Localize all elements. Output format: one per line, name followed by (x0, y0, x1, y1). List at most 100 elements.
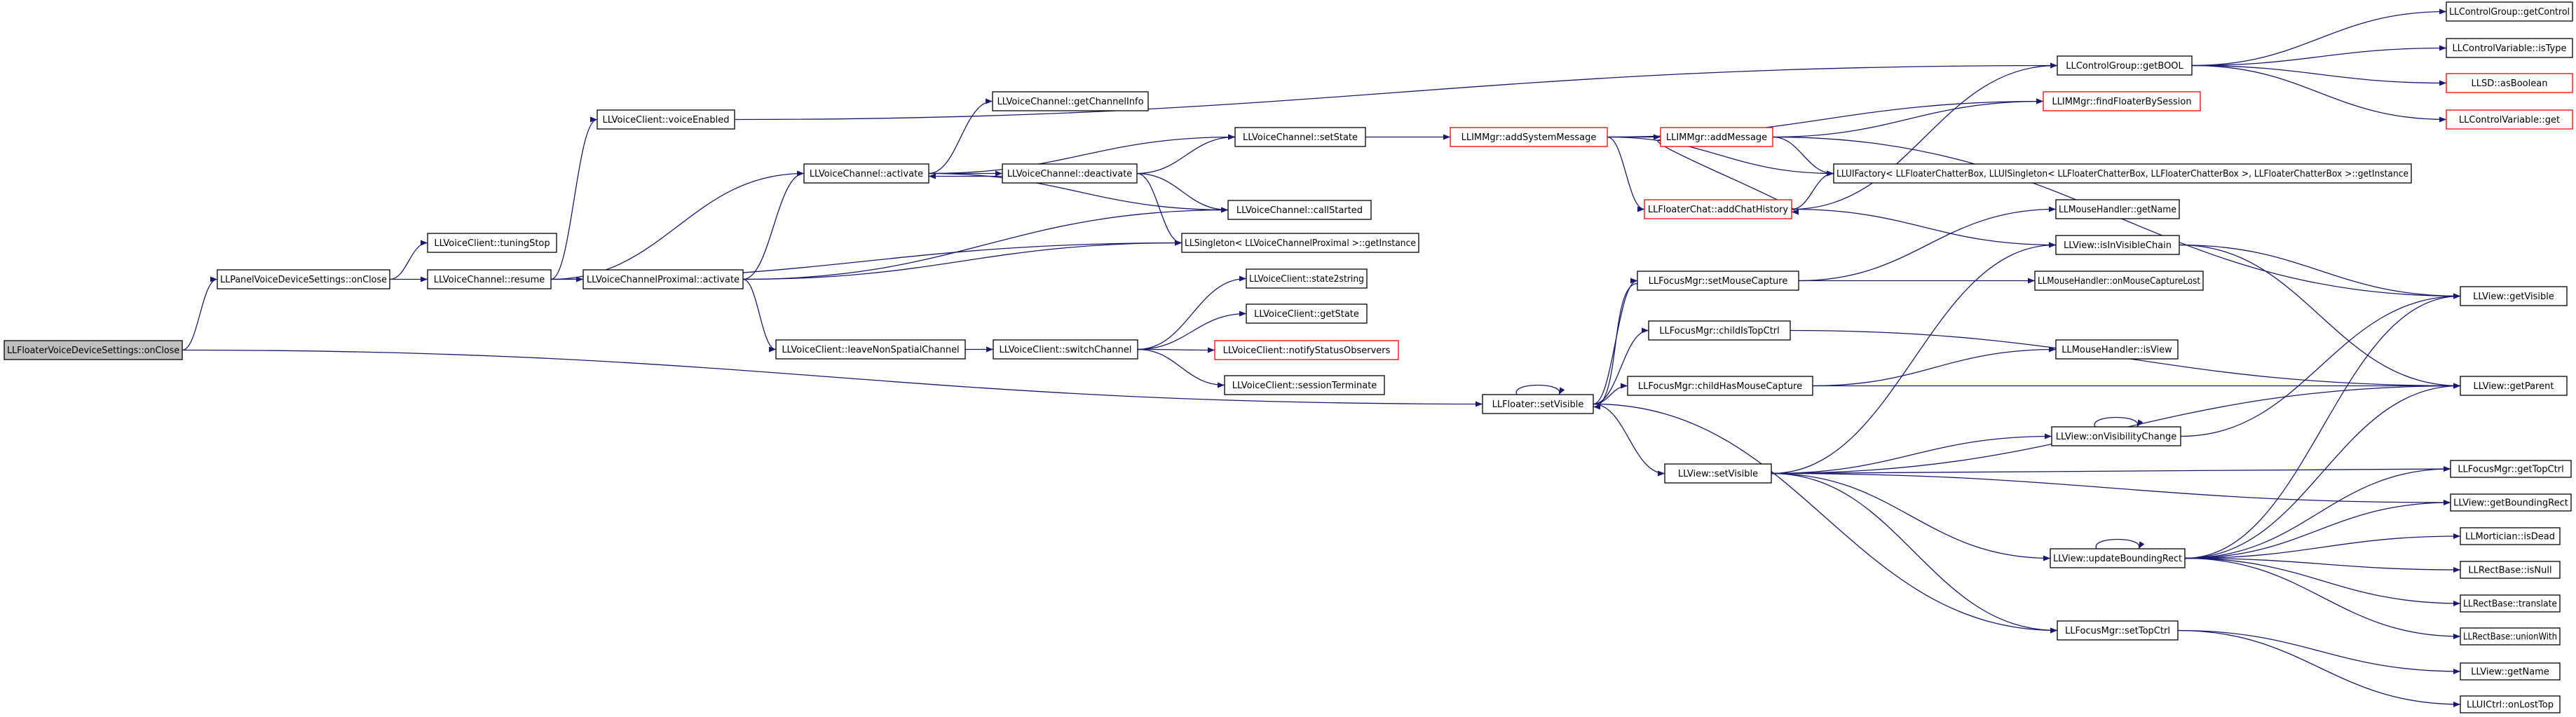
node-box (2460, 695, 2561, 713)
node-n41[interactable]: LLView::getParent (2460, 376, 2568, 396)
node-label: LLSD::asBoolean (2472, 78, 2548, 89)
node-label: LLVoiceChannelProximal::activate (587, 275, 740, 285)
node-n32[interactable]: LLView::setVisible (1664, 463, 1772, 484)
node-label: LLUIFactory< LLFloaterChatterBox, LLUISi… (1836, 169, 2408, 179)
node-n12[interactable]: LLVoiceClient::leaveNonSpatialChannel (775, 339, 966, 360)
node-n49[interactable]: LLUICtrl::onLostTop (2460, 695, 2561, 713)
node-n14[interactable]: LLVoiceClient::state2string (1246, 268, 1368, 289)
node-n19[interactable]: LLIMMgr::addMessage (1660, 127, 1773, 147)
node-label: LLIMMgr::addSystemMessage (1461, 132, 1597, 143)
node-n33[interactable]: LLMouseHandler::getName (2055, 199, 2180, 219)
node-n16[interactable]: LLVoiceClient::notifyStatusObservers (1214, 340, 1399, 360)
node-n38[interactable]: LLView::updateBoundingRect (2050, 548, 2186, 568)
edge-n20-n23 (1791, 62, 2058, 210)
node-label: LLFocusMgr::childIsTopCtrl (1659, 326, 1780, 336)
node-n11[interactable]: LLSingleton< LLVoiceChannelProximal >::g… (1181, 233, 1419, 253)
node-n1[interactable]: LLPanelVoiceDeviceSettings::onClose (217, 269, 390, 289)
node-n3[interactable]: LLVoiceChannel::resume (427, 269, 552, 289)
node-n39[interactable]: LLFocusMgr::setTopCtrl (2057, 620, 2179, 641)
node-n4[interactable]: LLVoiceClient::voiceEnabled (597, 109, 735, 130)
node-n18[interactable]: LLIMMgr::addSystemMessage (1450, 127, 1608, 147)
edge-n20-n22 (1791, 170, 1834, 210)
edge-n13-n15 (1137, 310, 1247, 350)
node-n42[interactable]: LLFocusMgr::getTopCtrl (2450, 460, 2572, 478)
node-n44[interactable]: LLMortician::isDead (2460, 527, 2561, 545)
node-label: LLIMMgr::addMessage (1666, 132, 1767, 143)
node-box (1664, 463, 1772, 484)
node-box (992, 91, 1149, 111)
node-n15[interactable]: LLVoiceClient::getState (1246, 303, 1368, 324)
edge-n13-n14 (1137, 275, 1247, 350)
node-n10[interactable]: LLVoiceChannel::callStarted (1227, 200, 1372, 220)
node-n26[interactable]: LLSD::asBoolean (2446, 73, 2573, 93)
node-n40[interactable]: LLView::getVisible (2460, 286, 2568, 306)
edge-n38-n46 (2184, 557, 2461, 606)
edge-n0-n1 (182, 276, 218, 351)
edge-n3-n4 (550, 116, 598, 280)
edge-n23-n24 (2191, 8, 2447, 67)
node-n46[interactable]: LLRectBase::translate (2460, 594, 2561, 613)
node-n25[interactable]: LLControlVariable::isType (2446, 38, 2573, 58)
node-n35[interactable]: LLMouseHandler::onMouseCaptureLost (2034, 271, 2204, 291)
node-box (2055, 339, 2179, 360)
node-label: LLView::setVisible (1678, 469, 1758, 479)
node-box (2446, 73, 2573, 93)
edge-n5-n7 (928, 98, 993, 175)
node-n28[interactable]: LLFloater::setVisible (1482, 394, 1594, 414)
node-label: LLView::updateBoundingRect (2053, 554, 2182, 564)
node-n45[interactable]: LLRectBase::isNull (2460, 561, 2561, 579)
node-n6[interactable]: LLVoiceChannelProximal::activate (582, 269, 744, 289)
edge-n34-n41 (2179, 244, 2461, 389)
node-n2[interactable]: LLVoiceClient::tuningStop (427, 233, 557, 253)
node-n30[interactable]: LLFocusMgr::childIsTopCtrl (1648, 320, 1791, 341)
node-box (2446, 109, 2573, 130)
node-n8[interactable]: LLVoiceChannel::deactivate (1002, 163, 1138, 184)
node-box (2050, 548, 2186, 568)
node-label: LLMouseHandler::onMouseCaptureLost (2038, 276, 2200, 287)
node-n13[interactable]: LLVoiceClient::switchChannel (993, 339, 1138, 360)
edge-n13-n17 (1137, 348, 1225, 388)
node-box (2057, 620, 2179, 641)
node-box (1450, 127, 1608, 147)
node-box (803, 163, 929, 184)
node-label: LLView::isInVisibleChain (2064, 240, 2172, 251)
node-label: LLVoiceClient::voiceEnabled (603, 115, 730, 125)
node-box (2450, 493, 2572, 512)
node-n0[interactable]: LLFloaterVoiceDeviceSettings::onClose (4, 340, 183, 360)
edge-n1-n2 (389, 240, 428, 280)
node-n5[interactable]: LLVoiceChannel::activate (803, 163, 929, 184)
edge-n29-n33 (1798, 206, 2057, 282)
node-box (217, 269, 390, 289)
node-n43[interactable]: LLView::getBoundingRect (2450, 493, 2572, 512)
edge-n3-n5 (550, 170, 805, 280)
node-n7[interactable]: LLVoiceChannel::getChannelInfo (992, 91, 1149, 111)
node-n34[interactable]: LLView::isInVisibleChain (2055, 235, 2180, 255)
node-n37[interactable]: LLView::onVisibilityChange (2051, 426, 2181, 446)
node-n29[interactable]: LLFocusMgr::setMouseCapture (1637, 271, 1799, 291)
node-n21[interactable]: LLIMMgr::findFloaterBySession (2043, 91, 2201, 111)
node-label: LLMortician::isDead (2465, 532, 2555, 542)
node-n48[interactable]: LLView::getName (2460, 662, 2561, 681)
node-n17[interactable]: LLVoiceClient::sessionTerminate (1224, 375, 1385, 395)
edge-n32-n34 (1771, 242, 2057, 474)
node-n36[interactable]: LLMouseHandler::isView (2055, 339, 2179, 360)
edge-n38-n41 (2184, 383, 2461, 559)
node-n27[interactable]: LLControlVariable::get (2446, 109, 2573, 130)
edge-n6-n12 (742, 278, 777, 353)
node-label: LLFocusMgr::setMouseCapture (1649, 276, 1788, 287)
node-n9[interactable]: LLVoiceChannel::setState (1234, 127, 1366, 147)
node-n22[interactable]: LLUIFactory< LLFloaterChatterBox, LLUISi… (1833, 163, 2412, 184)
node-label: LLVoiceChannel::deactivate (1007, 169, 1133, 179)
node-n24[interactable]: LLControlGroup::getControl (2446, 1, 2573, 22)
node-box (2460, 527, 2561, 545)
node-n47[interactable]: LLRectBase::unionWith (2460, 627, 2561, 646)
node-n31[interactable]: LLFocusMgr::childHasMouseCapture (1627, 376, 1813, 396)
node-n20[interactable]: LLFloaterChat::addChatHistory (1644, 199, 1792, 219)
node-box (2460, 627, 2561, 646)
node-box (1644, 199, 1792, 219)
node-n23[interactable]: LLControlGroup::getBOOL (2057, 55, 2193, 76)
node-box (427, 233, 557, 253)
node-label: LLVoiceClient::switchChannel (1000, 345, 1132, 355)
edge-n8-n10 (1136, 172, 1229, 213)
node-label: LLVoiceClient::notifyStatusObservers (1223, 346, 1391, 356)
